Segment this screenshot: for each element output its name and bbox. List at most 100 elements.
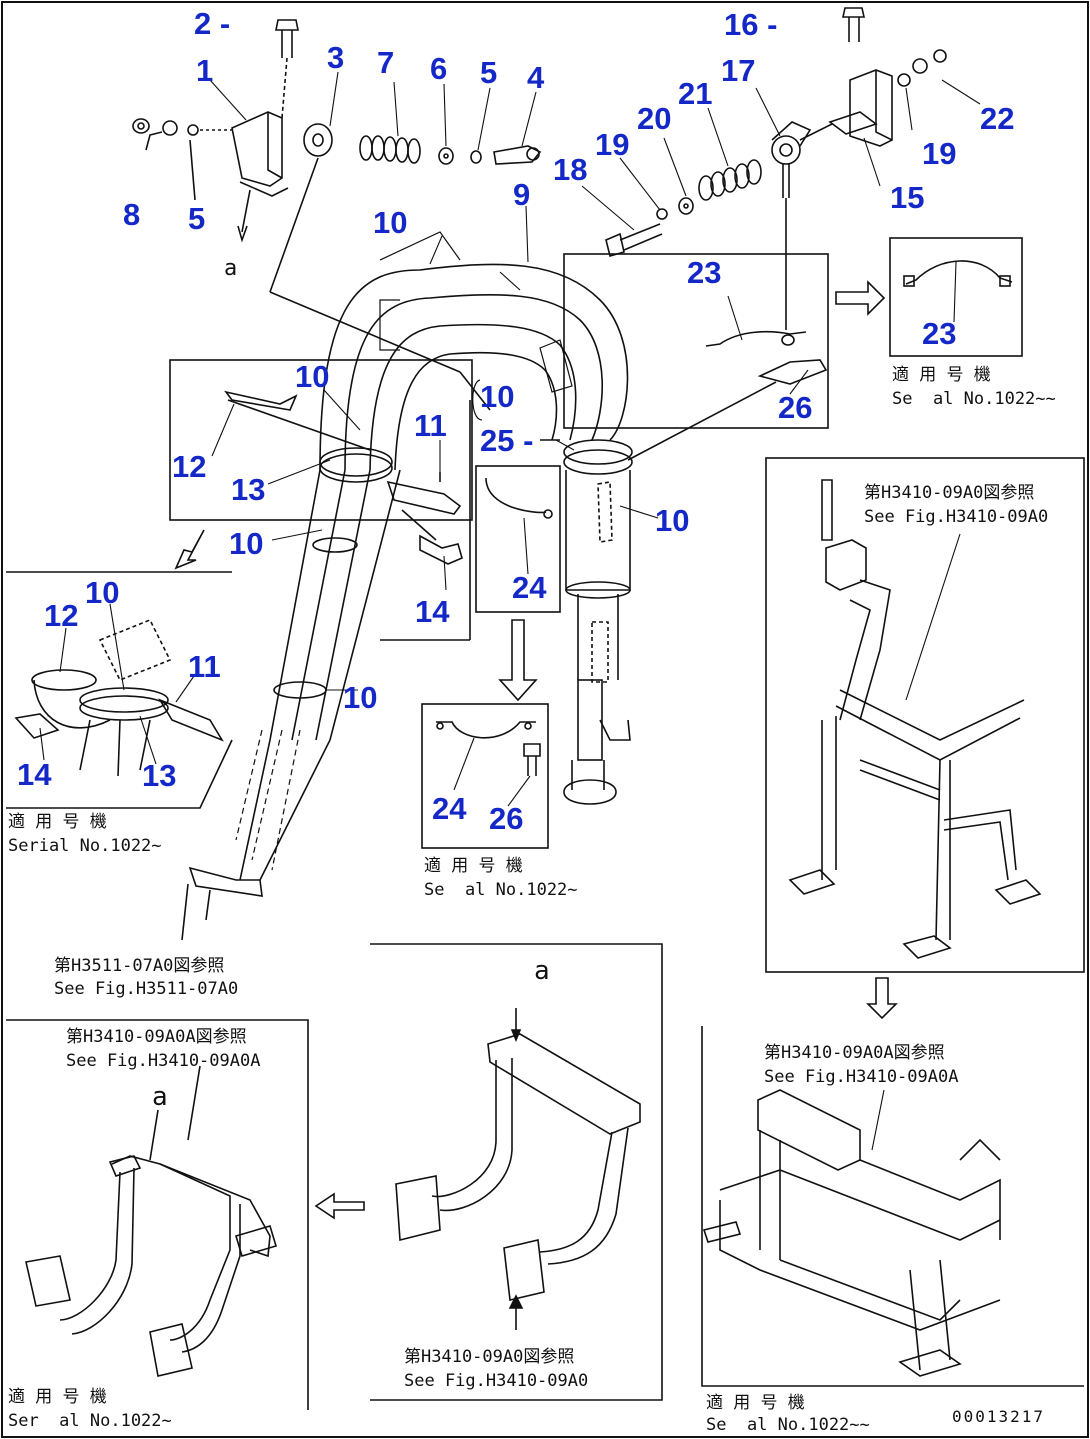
rod-end-part-4	[493, 145, 542, 165]
callout-18: 18	[553, 152, 588, 187]
inset-box-23-group	[563, 253, 829, 429]
washer-part-5b	[470, 150, 482, 164]
callout-14-detail: 14	[17, 757, 52, 792]
bracket-part-1	[231, 111, 289, 243]
bolt-part-16	[842, 7, 865, 42]
ref-note-mid-left-jp: 第H3511-07A0図参照	[54, 956, 225, 976]
bracket-part-15	[828, 69, 893, 147]
serial-note-bottom-right-en: Se al No.1022~~	[706, 1415, 870, 1435]
callout-11: 11	[414, 408, 447, 443]
arrow-down-right	[866, 977, 898, 1020]
callout-23-detail: 23	[922, 316, 957, 351]
ref-note-bottom-right-jp: 第H3410-09A0A図参照	[764, 1043, 945, 1063]
marker-a-bottom-center: a	[534, 956, 550, 986]
nut-part-20	[678, 197, 694, 215]
inset-box-24-detail	[421, 703, 549, 849]
callout-21: 21	[678, 76, 713, 111]
hose-part-9	[319, 231, 629, 471]
bolt-part-2	[275, 19, 299, 119]
callout-16: 16 -	[724, 7, 778, 42]
ref-note-bottom-left-en: See Fig.H3410-09A0A	[66, 1051, 261, 1071]
left-conduit-tube	[188, 469, 401, 897]
bracket-part-23-detail	[903, 260, 1013, 287]
nut-part-8	[132, 118, 150, 134]
callout-19-right: 19	[922, 136, 957, 171]
washer-part-19a	[897, 73, 911, 87]
clamp-detail-lower-left	[14, 618, 224, 777]
callout-25: 25 -	[480, 423, 534, 458]
callout-8: 8	[123, 197, 141, 232]
callout-22: 22	[980, 101, 1015, 136]
bracket-part-23	[705, 330, 828, 385]
spring-part-21	[698, 159, 762, 201]
arrow-down-center	[498, 619, 538, 702]
callout-10-lower: 10	[343, 680, 378, 715]
serial-note-bottom-left-en: Ser al No.1022~	[8, 1411, 172, 1431]
callout-23: 23	[687, 255, 722, 290]
callout-4: 4	[527, 60, 545, 95]
serial-note-lower-left-jp: 適 用 号 機	[8, 812, 107, 832]
callout-3: 3	[327, 40, 345, 75]
callout-17: 17	[721, 53, 756, 88]
bracket-part-11-left	[386, 472, 462, 515]
callout-13-detail: 13	[142, 758, 177, 793]
right-conduit-tube	[563, 439, 633, 805]
ref-note-top-right-jp: 第H3410-09A0図参照	[864, 483, 1035, 503]
bolt-part-14-left	[401, 509, 463, 565]
callout-15: 15	[890, 180, 925, 215]
serial-note-24-jp: 適 用 号 機	[424, 856, 523, 876]
marker-a-bottom-left: a	[152, 1082, 168, 1112]
nut-part-6	[438, 147, 454, 165]
washer-part-5a	[162, 120, 199, 136]
callout-10-mid: 10	[480, 379, 515, 414]
spring-seat-part-3	[303, 123, 333, 157]
serial-note-23-jp: 適 用 号 機	[892, 365, 991, 385]
inset-box-frame-top-right	[765, 457, 1085, 973]
callout-26-detail: 26	[489, 801, 524, 836]
inset-box-23-detail	[889, 237, 1023, 357]
callout-10-right: 10	[655, 503, 690, 538]
callout-6: 6	[430, 51, 448, 86]
nut-part-22	[912, 49, 947, 74]
ref-note-bottom-center-jp: 第H3410-09A0図参照	[404, 1347, 575, 1367]
bracket-part-12-left	[224, 390, 371, 451]
frame-structure-bottom-center	[395, 1033, 641, 1301]
callout-10-detail: 10	[85, 575, 120, 610]
callout-20: 20	[637, 101, 672, 136]
callout-1: 1	[196, 53, 214, 88]
callout-13: 13	[231, 472, 266, 507]
ref-note-bottom-center-en: See Fig.H3410-09A0	[404, 1371, 589, 1391]
callout-10-left: 10	[229, 526, 264, 561]
serial-note-24-en: Se al No.1022~	[424, 880, 578, 900]
washer-part-19b	[656, 208, 668, 220]
drawing-number: 00013217	[952, 1407, 1046, 1426]
callout-5-top: 5	[480, 55, 498, 90]
callout-24: 24	[512, 570, 547, 605]
callout-10-top: 10	[373, 205, 408, 240]
clamp-part-13-left	[319, 447, 393, 483]
callout-24-detail: 24	[432, 791, 467, 826]
arrow-down-left	[174, 529, 205, 570]
callout-26: 26	[778, 390, 813, 425]
ref-note-bottom-right-en: See Fig.H3410-09A0A	[764, 1067, 959, 1087]
inset-box-24	[475, 465, 561, 613]
callout-2: 2 -	[194, 6, 231, 41]
ref-note-mid-left-en: See Fig.H3511-07A0	[54, 979, 239, 999]
rod-part-17	[771, 121, 833, 330]
frame-structure-bottom-left	[25, 1155, 277, 1377]
spring-part-7	[359, 135, 421, 164]
leader-lines	[39, 71, 981, 1151]
callout-11-detail: 11	[188, 649, 221, 684]
frame-structure-bottom-right	[702, 1089, 1001, 1377]
ref-note-top-right-en: See Fig.H3410-09A0	[864, 507, 1049, 527]
callout-9: 9	[513, 177, 531, 212]
serial-note-lower-left-en: Serial No.1022~	[8, 836, 162, 856]
frame-structure-top-right	[788, 479, 1042, 959]
arrow-right-23	[835, 280, 886, 316]
inset-box-clamp	[169, 359, 473, 521]
bolt-part-18	[605, 223, 663, 257]
callout-10-inset: 10	[295, 359, 330, 394]
